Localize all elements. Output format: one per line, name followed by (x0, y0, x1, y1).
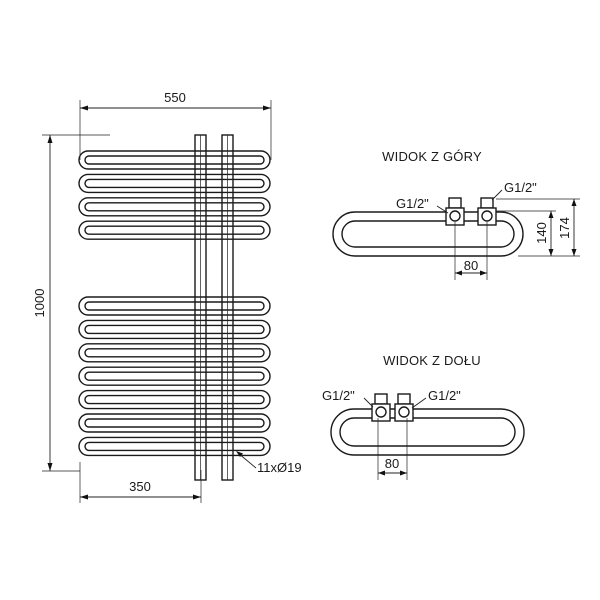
heating-loop-inner (84, 301, 265, 311)
arrowhead (80, 494, 88, 500)
bottom-view-title: WIDOK Z DOŁU (383, 353, 481, 368)
heating-loop (78, 220, 271, 240)
heating-loop-inner (84, 371, 265, 381)
leader-line (491, 189, 503, 201)
heating-loop (78, 413, 271, 433)
height-dimension-label: 1000 (32, 289, 47, 318)
bottom-spacing-label: 80 (385, 456, 399, 471)
width-dimension-label: 550 (164, 90, 186, 105)
heating-loop (78, 319, 271, 340)
heating-loop-inner (84, 394, 265, 405)
arrowhead (263, 105, 271, 111)
heating-loop (78, 173, 271, 194)
dimension-height: 1000 (32, 134, 110, 472)
top-connector-left (445, 197, 465, 226)
bottom-conn-left-label: G1/2" (322, 388, 355, 403)
arrowhead (548, 211, 554, 218)
bottom-connector-left (371, 393, 391, 422)
top-conn-left-label: G1/2" (396, 196, 429, 211)
top-connector-right (477, 197, 497, 226)
heating-loop-inner (84, 155, 265, 165)
bottom-view-inner-outline (339, 417, 516, 447)
top-view-inner-outline (341, 220, 515, 248)
arrowhead (378, 470, 385, 476)
arrowhead (571, 199, 577, 206)
dimension-center: 350 (79, 462, 202, 503)
heating-loop (78, 343, 271, 363)
arrowhead (480, 270, 487, 276)
arrowhead (193, 494, 201, 500)
heating-loop (78, 197, 271, 217)
arrowhead (47, 135, 53, 143)
tube-note-label: 11xØ19 (257, 460, 302, 475)
collector-pipes (194, 134, 234, 481)
top-view-title: WIDOK Z GÓRY (382, 149, 482, 164)
heating-loop-inner (84, 418, 265, 428)
depth-outer-label: 174 (557, 217, 572, 239)
arrowhead (571, 249, 577, 256)
heating-loop-inner (84, 324, 265, 335)
center-dimension-label: 350 (129, 479, 151, 494)
arrowhead (80, 105, 88, 111)
heating-loop (78, 150, 271, 170)
bottom-view: WIDOK Z DOŁU G1/2" G1/2" 80 (322, 353, 525, 480)
heating-loop (78, 366, 271, 386)
arrowhead (548, 249, 554, 256)
arrowhead (455, 270, 462, 276)
top-conn-right-label: G1/2" (504, 180, 537, 195)
heating-loop-inner (84, 178, 265, 189)
bottom-conn-right-label: G1/2" (428, 388, 461, 403)
arrowhead (236, 451, 243, 457)
depth-inner-label: 140 (534, 222, 549, 244)
connector-port (449, 210, 461, 222)
arrowhead (47, 463, 53, 471)
heating-loops (78, 150, 271, 457)
connector-port (375, 406, 387, 418)
top-view: WIDOK Z GÓRY G1/2" G1/2" 80 (332, 149, 580, 280)
bottom-view-outer-outline (330, 408, 525, 456)
dimension-width: 550 (79, 90, 272, 160)
heating-loop-inner (84, 225, 265, 235)
heating-loop-inner (84, 348, 265, 358)
heating-loop (78, 296, 271, 316)
top-spacing-label: 80 (464, 258, 478, 273)
leader-line (436, 205, 449, 214)
arrowhead (400, 470, 407, 476)
heating-loop (78, 436, 271, 457)
heating-loop-inner (84, 441, 265, 452)
leader-line (411, 397, 427, 409)
heating-loop-inner (84, 202, 265, 212)
connector-port (398, 406, 410, 418)
top-view-outer-outline (332, 211, 524, 257)
bottom-connector-right (394, 393, 414, 422)
heating-loop (78, 389, 271, 410)
tube-note: 11xØ19 (236, 451, 302, 475)
leader-line (363, 397, 374, 408)
connector-port (481, 210, 493, 222)
front-view: 550 1000 350 11xØ19 (32, 90, 302, 503)
